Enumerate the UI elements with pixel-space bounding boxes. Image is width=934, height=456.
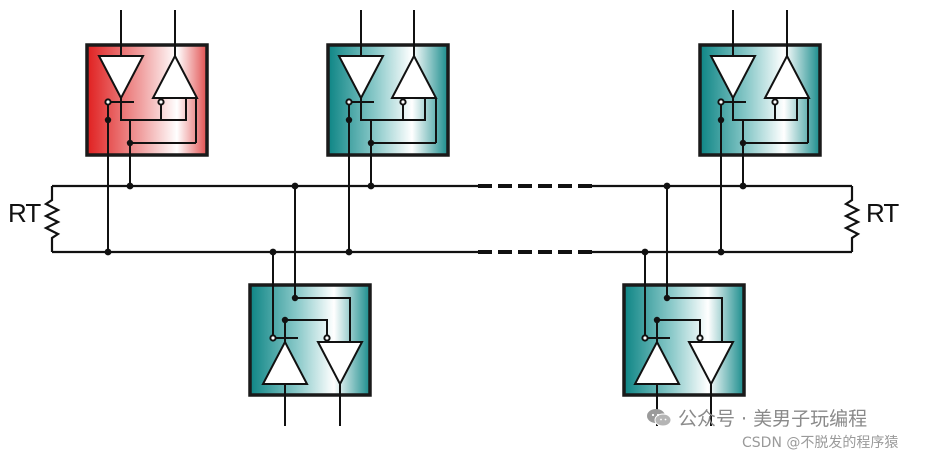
resistor-label-right: RT bbox=[866, 198, 899, 229]
transceiver-node-top-2 bbox=[326, 10, 450, 252]
transceiver-node-top-3 bbox=[698, 10, 822, 252]
bus-junctions bbox=[104, 182, 747, 256]
termination-resistor-right bbox=[843, 186, 861, 252]
resistor-letter: R bbox=[866, 198, 884, 228]
resistor-subscript: T bbox=[883, 198, 899, 228]
transceiver-node-bottom-2 bbox=[622, 186, 746, 426]
transceiver-node-bottom-1 bbox=[248, 186, 372, 426]
watermark-source: CSDN @不脱发的程序猿 bbox=[742, 435, 899, 451]
termination-resistor-left bbox=[43, 186, 61, 252]
resistor-label-left: RT bbox=[8, 198, 41, 229]
watermark-channel-text: 公众号 · 美男子玩编程 bbox=[678, 408, 868, 430]
resistor-letter: R bbox=[8, 198, 26, 228]
wechat-icon bbox=[646, 408, 672, 428]
resistor-subscript: T bbox=[25, 198, 41, 228]
watermark-channel: 公众号 · 美男子玩编程 bbox=[646, 404, 867, 431]
transceiver-node-top-1 bbox=[85, 10, 209, 252]
